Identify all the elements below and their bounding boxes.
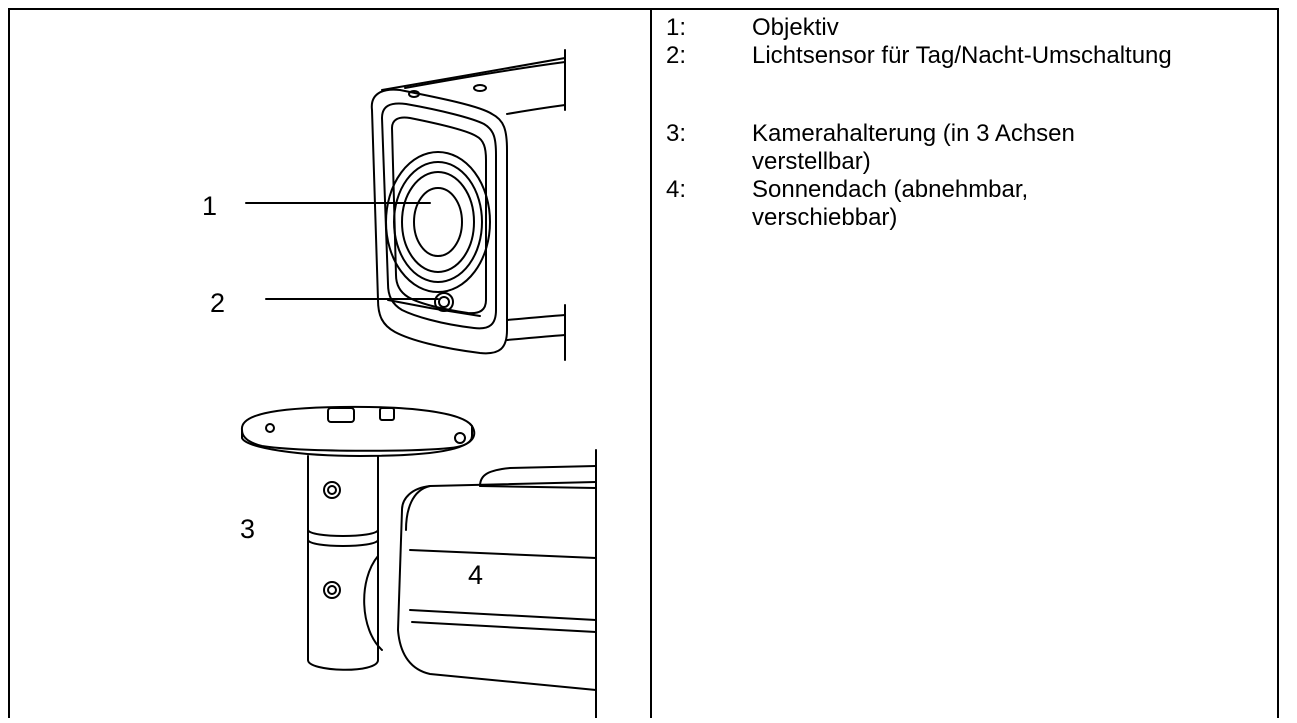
table-column-divider [650,8,652,718]
legend-list: 1: Objektiv 2: Lichtsensor für Tag/Nacht… [666,14,1266,232]
legend-text: Objektiv [752,14,839,41]
callout-1: 1 [202,191,217,221]
camera-illustration: 1 2 3 4 [10,10,650,719]
legend-text: Kamerahalterung (in 3 Achsen verstellbar… [752,120,1075,175]
legend-number: 1: [666,14,687,41]
lens-outer-ring [385,151,491,293]
lens-glass [413,187,463,257]
legend-item: 4: Sonnendach (abnehmbar, verschiebbar) [666,176,1266,232]
callout-2: 2 [210,288,225,318]
camera-body-top-edge [381,57,566,91]
legend-number: 3: [666,120,687,147]
legend-text: Lichtsensor für Tag/Nacht-Umschaltung [752,42,1172,69]
camera-front-frame [370,88,508,355]
callout-4: 4 [468,560,483,590]
camera-drawing-svg: 1 2 3 4 [202,49,597,719]
legend-text: Sonnendach (abnehmbar, verschiebbar) [752,176,1029,231]
legend-number: 2: [666,42,687,69]
document-table [8,8,1279,718]
legend-number: 4: [666,176,687,203]
legend-item: 2: Lichtsensor für Tag/Nacht-Umschaltung [666,42,1266,70]
callout-3: 3 [240,514,255,544]
mount-base-plate [240,405,476,452]
mount-pole [307,455,379,671]
legend-item: 1: Objektiv [666,14,1266,42]
legend-item: 3: Kamerahalterung (in 3 Achsen verstell… [666,120,1266,176]
